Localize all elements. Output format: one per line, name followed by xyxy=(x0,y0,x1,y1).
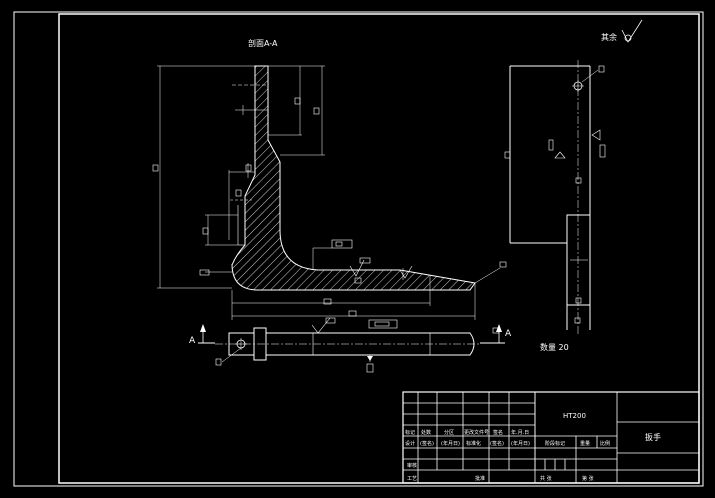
header-signature: 签名 xyxy=(493,429,503,436)
section-view xyxy=(152,65,507,320)
header-change-doc: 更改文件号 xyxy=(464,429,489,436)
section-marker-right: A xyxy=(505,329,512,339)
design-signature: (签名) xyxy=(420,440,434,447)
section-label: 剖面A-A xyxy=(248,38,278,48)
header-zone: 分区 xyxy=(444,429,454,436)
material-label: HT200 xyxy=(563,412,586,420)
part-name: 扳手 xyxy=(645,432,661,442)
stage-mark-label: 阶段标记 xyxy=(545,440,565,447)
side-view xyxy=(504,60,606,335)
title-block xyxy=(402,391,700,484)
weight-label: 重量 xyxy=(580,440,590,447)
hatched-section xyxy=(231,65,476,291)
design-label: 设计 xyxy=(405,440,415,447)
section-marker-left: A xyxy=(189,336,196,346)
standardization-date: (年月日) xyxy=(511,440,530,447)
sheet-number: 第 张 xyxy=(582,475,594,482)
standardization-signature: (签名) xyxy=(490,440,504,447)
header-mark: 标记 xyxy=(405,429,415,436)
scale-label: 比例 xyxy=(600,440,610,447)
standardization-label: 标准化 xyxy=(466,440,481,447)
quantity-label: 数量 20 xyxy=(540,342,569,352)
process-label: 工艺 xyxy=(407,476,417,482)
surface-finish-symbol xyxy=(621,19,643,43)
header-count: 处数 xyxy=(421,429,431,436)
drawing-frame xyxy=(58,13,700,484)
design-date: (年月日) xyxy=(441,440,460,447)
approve-label: 批准 xyxy=(475,475,485,482)
top-view: A A xyxy=(189,317,512,373)
surface-finish-label: 其余 xyxy=(601,32,617,42)
sheet-total: 共 张 xyxy=(540,475,552,482)
outer-border xyxy=(13,11,704,487)
header-date: 年.月.日 xyxy=(511,429,529,436)
title-block-text: HT200 扳手 标记 处数 分区 更改文件号 签名 年.月.日 设计 (签名)… xyxy=(405,412,661,482)
review-label: 审核 xyxy=(407,462,417,469)
